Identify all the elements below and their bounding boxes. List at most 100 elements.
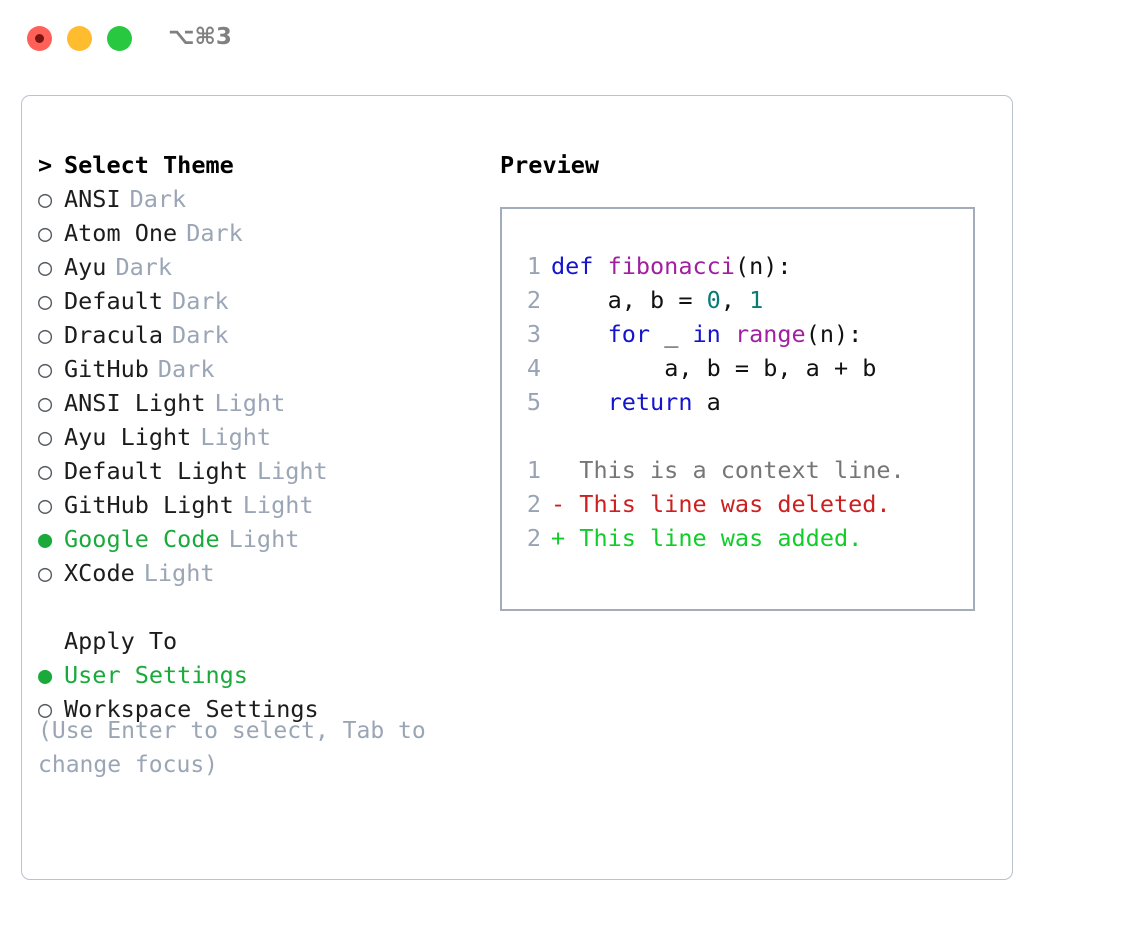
- diff-text: This is a context line.: [579, 456, 905, 484]
- code-line: 5 return a: [515, 385, 905, 419]
- theme-name: Default Light: [64, 457, 248, 485]
- code-token: a, b =: [607, 286, 707, 314]
- code-token: ,: [720, 286, 750, 314]
- maximize-window-button[interactable]: [107, 26, 132, 51]
- preview-title: Preview: [500, 151, 600, 179]
- diff-line: 2 + This line was added.: [515, 521, 905, 555]
- line-number: 2: [526, 490, 541, 518]
- apply-to-option-label: User Settings: [64, 661, 248, 689]
- line-number: 5: [526, 388, 541, 416]
- theme-list-item[interactable]: ○ Default Dark: [38, 284, 478, 318]
- line-number: 2: [526, 524, 541, 552]
- theme-list-item[interactable]: ○ Atom One Dark: [38, 216, 478, 250]
- radio-unselected-icon[interactable]: ○: [38, 219, 53, 247]
- theme-category-badge: Light: [200, 423, 272, 451]
- code-token: a: [706, 388, 721, 416]
- code-indent: [551, 320, 608, 348]
- theme-name: Ayu Light: [64, 423, 192, 451]
- theme-list-item[interactable]: ● Google Code Light: [38, 522, 478, 556]
- diff-marker: [551, 456, 579, 484]
- theme-list-item[interactable]: ○ Default Light Light: [38, 454, 478, 488]
- code-token: a, b = b, a + b: [664, 354, 877, 382]
- diff-marker: +: [551, 524, 580, 552]
- radio-unselected-icon[interactable]: ○: [38, 355, 53, 383]
- theme-list-item[interactable]: ○ Ayu Light Light: [38, 420, 478, 454]
- close-window-button[interactable]: [27, 26, 52, 51]
- line-number: 1: [526, 456, 541, 484]
- theme-name: GitHub: [64, 355, 149, 383]
- theme-name: Dracula: [64, 321, 164, 349]
- radio-unselected-icon[interactable]: ○: [38, 457, 53, 485]
- radio-unselected-icon[interactable]: ○: [38, 253, 53, 281]
- theme-list-item[interactable]: ○ XCode Light: [38, 556, 478, 590]
- radio-unselected-icon[interactable]: ○: [38, 491, 53, 519]
- apply-to-header: Apply To: [38, 624, 478, 658]
- line-number: 1: [526, 252, 541, 280]
- radio-unselected-icon[interactable]: ○: [38, 185, 53, 213]
- code-indent: [551, 388, 608, 416]
- theme-name: Atom One: [64, 219, 178, 247]
- theme-category-badge: Light: [143, 559, 215, 587]
- code-token: 0: [706, 286, 721, 314]
- theme-list-item[interactable]: ○ GitHub Light Light: [38, 488, 478, 522]
- radio-unselected-icon[interactable]: ○: [38, 321, 53, 349]
- theme-category-badge: Dark: [172, 321, 229, 349]
- code-token: fibonacci: [607, 252, 735, 280]
- apply-to-options: ● User Settings ○Workspace Settings: [38, 658, 478, 726]
- theme-category-badge: Dark: [115, 253, 173, 281]
- line-number: 2: [526, 286, 541, 314]
- code-indent: [551, 286, 608, 314]
- apply-to-label: Apply To: [64, 627, 178, 655]
- theme-name: Default: [64, 287, 164, 315]
- prompt-caret-icon: >: [38, 151, 53, 179]
- diff-line: 1 This is a context line.: [515, 453, 905, 487]
- radio-unselected-icon[interactable]: ○: [38, 559, 53, 587]
- radio-selected-icon[interactable]: ●: [38, 661, 53, 689]
- apply-to-option[interactable]: ● User Settings: [38, 658, 478, 692]
- select-theme-title: Select Theme: [64, 151, 234, 179]
- theme-list-item[interactable]: ○ GitHub Dark: [38, 352, 478, 386]
- theme-category-badge: Dark: [157, 355, 215, 383]
- code-token: (n):: [805, 320, 863, 348]
- code-token: for: [607, 320, 665, 348]
- code-line: 2 a, b = 0, 1: [515, 283, 905, 317]
- theme-name: ANSI: [64, 185, 121, 213]
- code-line: 4 a, b = b, a + b: [515, 351, 905, 385]
- radio-selected-icon[interactable]: ●: [38, 525, 53, 553]
- theme-name: XCode: [64, 559, 135, 587]
- theme-list-item[interactable]: ○ ANSI Dark: [38, 182, 478, 216]
- apply-to-option[interactable]: ○Workspace Settings: [38, 692, 478, 726]
- theme-category-badge: Dark: [129, 185, 187, 213]
- window-controls: [27, 26, 132, 51]
- theme-category-badge: Dark: [186, 219, 243, 247]
- code-token: return: [607, 388, 707, 416]
- radio-unselected-icon[interactable]: ○: [38, 695, 53, 723]
- radio-unselected-icon[interactable]: ○: [38, 389, 53, 417]
- diff-text: This line was added.: [579, 524, 863, 552]
- radio-unselected-icon[interactable]: ○: [38, 423, 53, 451]
- code-line: 3 for _ in range(n):: [515, 317, 905, 351]
- select-theme-header: > Select Theme: [38, 148, 478, 182]
- line-number: 3: [526, 320, 541, 348]
- theme-list-item[interactable]: ○ Dracula Dark: [38, 318, 478, 352]
- theme-category-badge: Light: [242, 491, 314, 519]
- theme-category-badge: Light: [256, 457, 328, 485]
- theme-category-badge: Light: [228, 525, 300, 553]
- diff-text: This line was deleted.: [579, 490, 891, 518]
- code-token: in: [692, 320, 735, 348]
- theme-name: GitHub Light: [64, 491, 234, 519]
- radio-unselected-icon[interactable]: ○: [38, 287, 53, 315]
- keyboard-shortcut-label: ⌥⌘3: [168, 24, 232, 50]
- theme-category-badge: Dark: [172, 287, 229, 315]
- minimize-window-button[interactable]: [67, 26, 92, 51]
- theme-name: Google Code: [64, 525, 220, 553]
- apply-to-spacer-icon: [38, 624, 64, 658]
